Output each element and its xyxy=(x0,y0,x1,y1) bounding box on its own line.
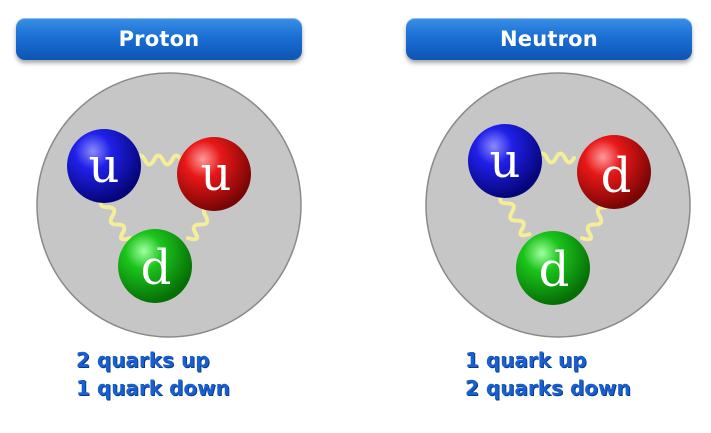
proton-title: Proton xyxy=(118,27,200,51)
neutron-quark-1: u xyxy=(468,124,542,198)
quark-ball-green xyxy=(118,229,192,303)
neutron-diagram: u d d xyxy=(425,72,691,338)
quark-ball-blue xyxy=(468,124,542,198)
proton-quark-3: d xyxy=(118,229,192,303)
quark-label: d xyxy=(141,240,172,296)
gluon-line xyxy=(134,153,183,167)
proton-caption-line2: 1 quark down xyxy=(76,376,230,400)
gluon-line xyxy=(536,151,576,165)
gluon-line xyxy=(98,196,132,242)
quark-ball-green xyxy=(516,231,590,305)
quark-ball-red xyxy=(177,137,251,211)
quark-label: d xyxy=(539,242,570,298)
proton-diagram: u u d xyxy=(36,72,302,338)
proton-caption: 2 quarks up 1 quark down xyxy=(76,346,230,402)
quark-label: u xyxy=(89,138,120,194)
neutron-caption-line2: 2 quarks down xyxy=(465,376,631,400)
neutron-caption: 1 quark up 2 quarks down xyxy=(465,346,631,402)
proton-caption-line1: 2 quarks up xyxy=(76,348,210,372)
gluon-line xyxy=(498,192,532,238)
proton-quark-2: u xyxy=(177,137,251,211)
proton-title-banner: Proton xyxy=(16,18,302,60)
proton-quark-1: u xyxy=(67,129,141,203)
quark-label: u xyxy=(490,133,521,189)
neutron-caption-line1: 1 quark up xyxy=(465,348,587,372)
neutron-quark-3: d xyxy=(516,231,590,305)
quark-ball-blue xyxy=(67,129,141,203)
quark-label: u xyxy=(201,146,232,202)
quark-label: d xyxy=(601,148,632,204)
quark-ball-red xyxy=(577,135,651,209)
neutron-quark-2: d xyxy=(577,135,651,209)
neutron-title: Neutron xyxy=(500,27,598,51)
neutron-title-banner: Neutron xyxy=(406,18,692,60)
